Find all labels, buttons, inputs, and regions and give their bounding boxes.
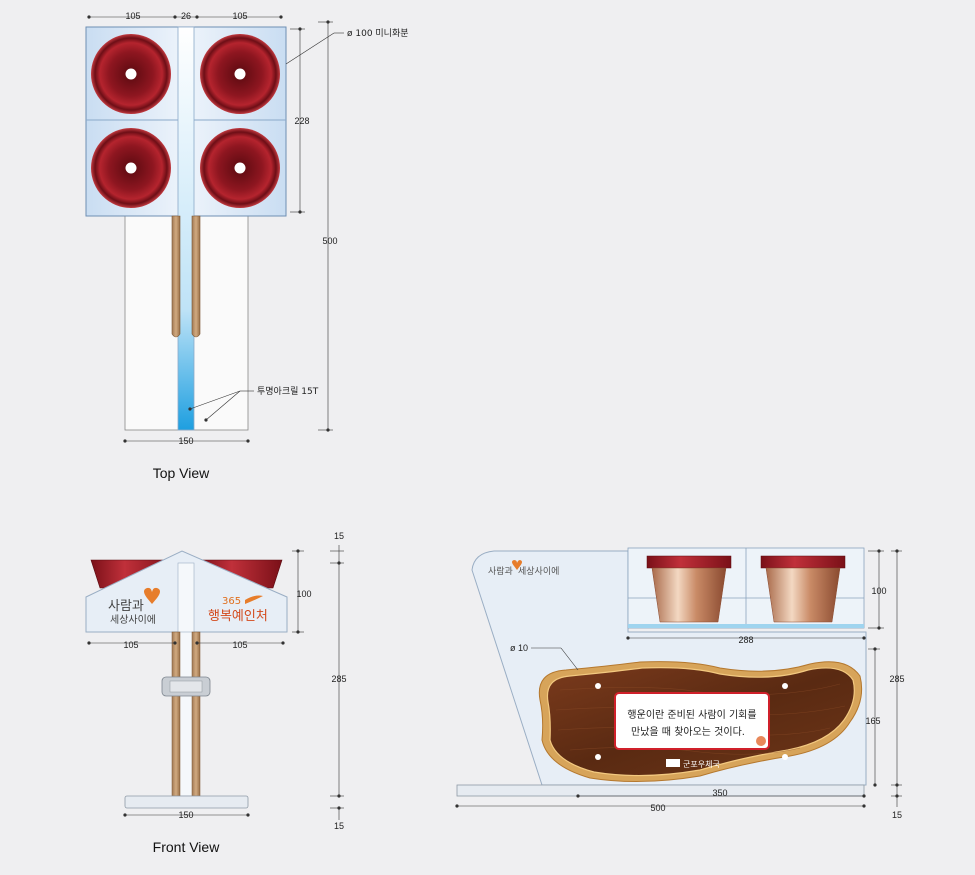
side-hole-2 [782, 683, 788, 689]
top-dim-total-h: 500 [322, 236, 337, 246]
top-stick-right [191, 215, 201, 338]
side-message-board [614, 692, 770, 750]
front-logo-right-1: 365 [222, 596, 241, 607]
side-pot-right [760, 555, 846, 623]
front-dim-pot-h: 100 [296, 589, 311, 599]
front-base [124, 795, 249, 809]
side-dim-total-w: 500 [650, 803, 665, 813]
front-dim-base-w: 150 [178, 810, 193, 820]
top-view-title: Top View [153, 465, 210, 481]
front-view: 사람과 세상사이에 365 행복예인처 105 105 100 [85, 531, 347, 855]
front-logo-left-2: 세상사이에 [110, 614, 156, 626]
top-view: 105 26 105 228 500 150 ø 100 미니화분 투명아크릴 … [85, 11, 409, 481]
side-hole-3 [595, 754, 601, 760]
front-logo-heart [144, 587, 160, 604]
side-hole-1 [595, 683, 601, 689]
front-logo-left-1: 사람과 [108, 599, 144, 614]
side-dim-pot-w: 288 [738, 635, 753, 645]
side-hole-4 [782, 754, 788, 760]
front-view-title: Front View [153, 839, 221, 855]
side-post-office: 군포우체국 [683, 759, 720, 769]
front-stick-right [191, 631, 201, 797]
side-plaque-line2: 만났을 때 찾아오는 것이다. [631, 726, 745, 738]
side-logo-1: 사람과 [488, 565, 513, 577]
top-center-acrylic [177, 26, 195, 431]
side-post-logo [666, 759, 680, 767]
side-dim-pot-h: 100 [871, 586, 886, 596]
front-dim-left-w: 105 [123, 640, 138, 650]
front-stick-left [171, 631, 181, 797]
top-pot-3 [91, 128, 171, 208]
top-dim-left-w: 105 [125, 11, 140, 21]
top-stick-left [171, 215, 181, 338]
side-dim-base-h: 15 [892, 810, 902, 820]
front-dim-total-h: 285 [331, 674, 346, 684]
top-dim-gap: 26 [181, 11, 191, 21]
front-dim-base-h: 15 [334, 821, 344, 831]
side-dim-plaque-h: 165 [865, 716, 880, 726]
side-plaque-line1: 행운이란 준비된 사람이 기회를 [627, 708, 756, 721]
side-pot-left [646, 555, 732, 623]
top-dim-base-w: 150 [178, 436, 193, 446]
top-dim-right-w: 105 [232, 11, 247, 21]
top-pot-1 [91, 34, 171, 114]
top-pot-4 [200, 128, 280, 208]
side-dim-total-h: 285 [889, 674, 904, 684]
side-hole-label: ø 10 [510, 643, 528, 653]
front-dim-top-gap: 15 [334, 531, 344, 541]
front-column [177, 631, 195, 797]
top-callout-acrylic: 투명아크릴 15T [257, 386, 319, 397]
top-callout-pot: ø 100 미니화분 [347, 28, 409, 39]
top-pot-2 [200, 34, 280, 114]
side-dim-inner-w: 350 [712, 788, 727, 798]
top-dim-pot-h: 228 [294, 116, 309, 126]
side-base [456, 784, 865, 797]
side-logo-2: 세상사이에 [518, 566, 559, 577]
side-logo-heart [512, 560, 522, 570]
front-logo-right-2: 행복예인처 [208, 608, 268, 624]
side-view: 사람과 세상사이에 행운이란 준비된 사람이 기회를 만났을 때 찾아오는 것이… [455, 547, 905, 820]
front-dim-right-w: 105 [232, 640, 247, 650]
